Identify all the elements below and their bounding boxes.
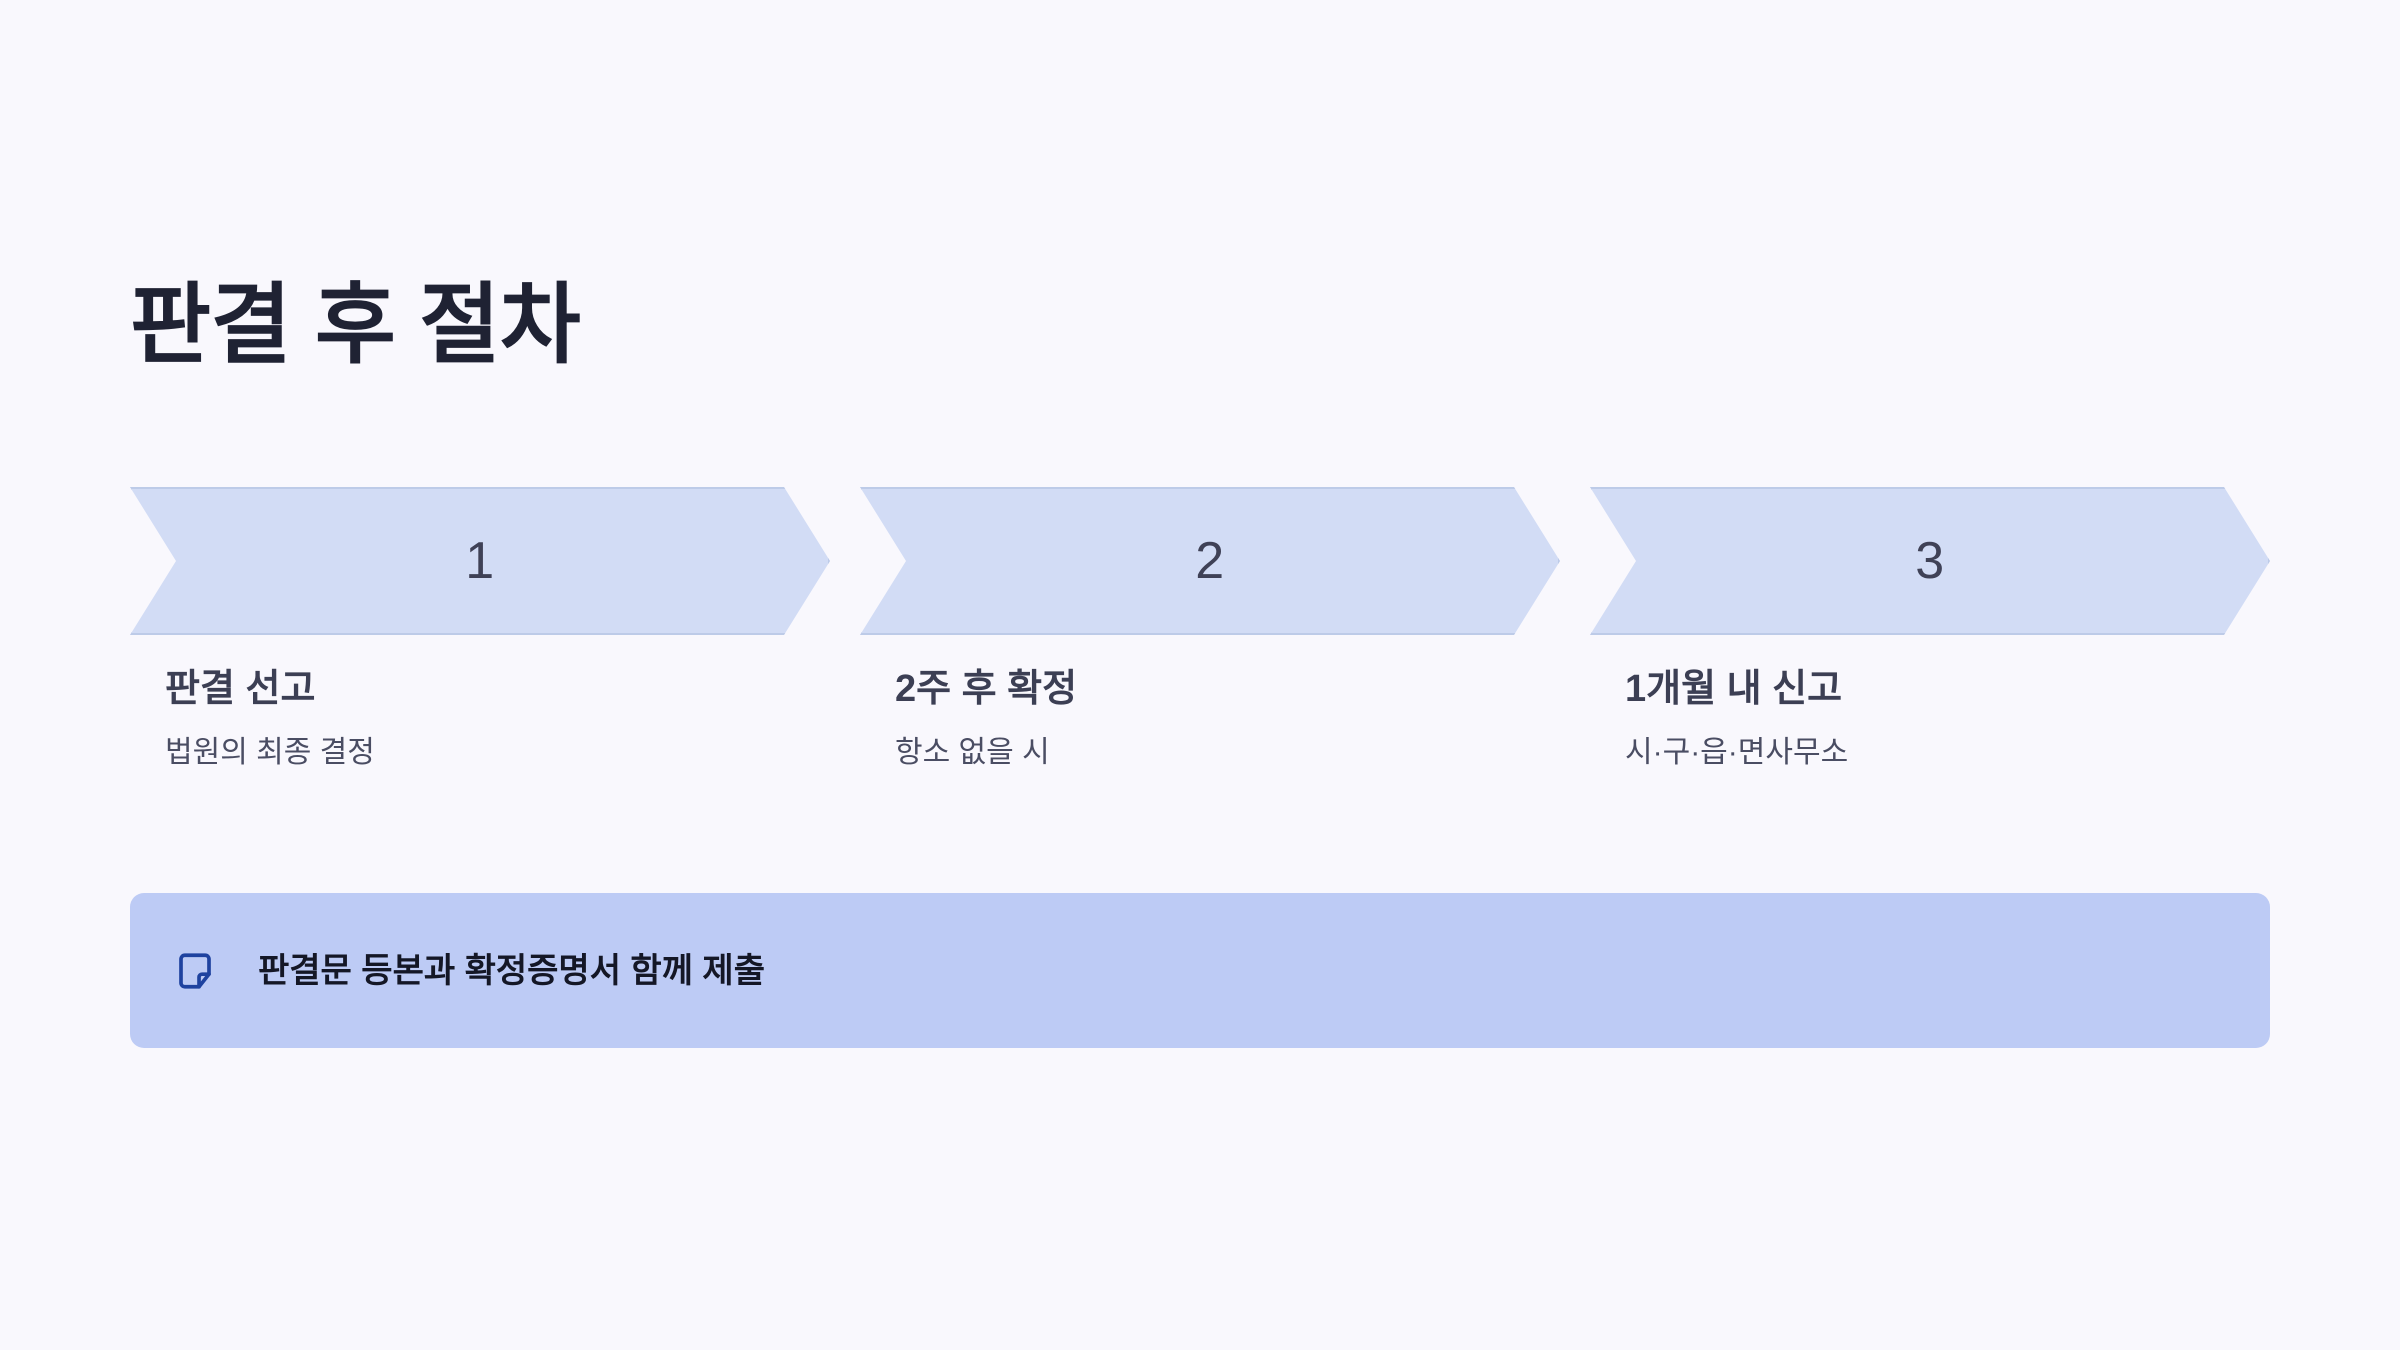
step-caption-row: 판결 선고 법원의 최종 결정 2주 후 확정 항소 없을 시 1개월 내 신고…: [130, 670, 2270, 810]
step-number-3: 3: [1915, 532, 1945, 590]
step-caption-title-2: 2주 후 확정: [895, 668, 1078, 710]
step-caption-2: 2주 후 확정 항소 없을 시: [895, 670, 1595, 768]
step-arrow-row: 1 2 3: [130, 487, 2270, 635]
step-caption-subtitle-3: 시·구·읍·면사무소: [1625, 736, 1849, 769]
step-caption-subtitle-2: 항소 없을 시: [895, 736, 1050, 769]
note-banner: 판결문 등본과 확정증명서 함께 제출: [130, 893, 2270, 1048]
step-caption-1: 판결 선고 법원의 최종 결정: [165, 670, 865, 768]
note-banner-text: 판결문 등본과 확정증명서 함께 제출: [258, 951, 765, 990]
step-arrow-1[interactable]: [130, 487, 830, 635]
step-caption-title-3: 1개월 내 신고: [1625, 668, 1843, 710]
step-arrow-2[interactable]: [860, 487, 1560, 635]
step-caption-3: 1개월 내 신고 시·구·읍·면사무소: [1625, 670, 2325, 768]
step-caption-title-1: 판결 선고: [165, 668, 316, 710]
step-arrow-3[interactable]: [1590, 487, 2270, 635]
sticky-note-icon: [174, 950, 216, 992]
step-caption-subtitle-1: 법원의 최종 결정: [165, 736, 375, 769]
step-number-2: 2: [1195, 532, 1225, 590]
page-title: 판결 후 절차: [130, 275, 581, 374]
step-number-1: 1: [465, 532, 495, 590]
